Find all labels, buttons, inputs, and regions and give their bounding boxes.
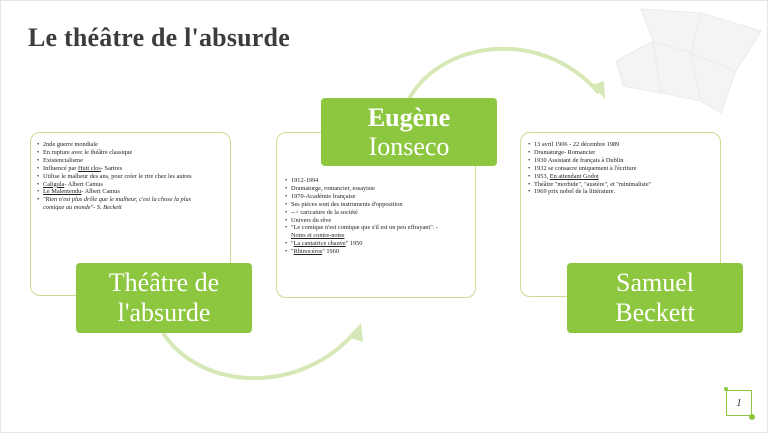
bullet-list-beckett[interactable]: 13 avril 1906 - 22 décembre 1989 Dramatu… <box>528 141 651 196</box>
page-number-dot-bottom <box>749 414 755 420</box>
bullet-list-ionesco[interactable]: 1912-1994 Dramaturge, romancier, essayis… <box>285 177 438 256</box>
link-la-cantatrice-chauve[interactable]: La cantatrice chauve <box>293 240 346 248</box>
bullet-item: Dramaturge- Romancier <box>528 149 651 157</box>
slide-title[interactable]: Le théâtre de l'absurde <box>28 23 290 52</box>
label-line: Théâtre de <box>108 268 220 297</box>
bullet-item: Théâtre "morbide", "austère", et "minima… <box>528 181 651 189</box>
bullet-item: En rupture avec le théâtre classique <box>37 149 192 157</box>
page-number-text: 1 <box>736 397 742 409</box>
bullet-item: "Rhinocéros" 1960 <box>285 248 438 256</box>
bullet-item: 1912-1994 <box>285 177 438 185</box>
bullet-item: Univers du rêve <box>285 217 438 225</box>
label-line: Beckett <box>615 298 695 327</box>
label-eugene-ionesco[interactable]: Eugène Ionseco <box>321 98 497 166</box>
bullet-item: Ses pièces sont des instruments d'opposi… <box>285 201 438 209</box>
link-le-malentendu[interactable]: Le Malentendu <box>43 188 82 196</box>
bullet-item: 1969 prix nobel de la littérature. <box>528 188 651 196</box>
connector-arrowhead-bottom <box>348 323 363 342</box>
bullet-item: Influencé par Huit clos- Sartres <box>37 165 192 173</box>
link-en-attendant-godot[interactable]: En attendant Godot <box>549 172 599 180</box>
bullet-item: 1953, En attendant Godot <box>528 173 651 181</box>
link-caligula[interactable]: Caligula <box>43 180 65 188</box>
bullet-item: 2nde guerre mondiale <box>37 141 192 149</box>
bullet-item: 1930 Assistant de français à Dublin <box>528 157 651 165</box>
bullet-item: "Rien n'est plus drôle que le malheur, c… <box>37 196 192 212</box>
page-number: 1 <box>726 390 752 416</box>
bullet-item: "Le comique n'est comique que s'il est u… <box>285 224 438 240</box>
bullet-item: 1970-Académie française <box>285 193 438 201</box>
bullet-item: Caligula- Albert Camus <box>37 181 192 189</box>
label-theatre-absurde[interactable]: Théâtre de l'absurde <box>76 263 252 333</box>
bullet-item: Le Malentendu- Albert Camus <box>37 188 192 196</box>
connector-arrowhead-top <box>592 81 605 99</box>
bullet-item: Dramaturge, romancier, essayiste <box>285 185 438 193</box>
label-line-bold: Eugène <box>367 103 451 132</box>
label-line: l'absurde <box>117 298 211 327</box>
bullet-item: 13 avril 1906 - 22 décembre 1989 <box>528 141 651 149</box>
label-samuel-beckett[interactable]: Samuel Beckett <box>567 263 743 333</box>
label-line: Samuel <box>616 268 694 297</box>
corner-leaf-decoration <box>615 8 762 114</box>
connector-arrow-top <box>407 46 601 100</box>
link-rhinoceros[interactable]: Rhinocéros <box>293 248 323 256</box>
link-notes-contre-notes[interactable]: Notes et contre-notes <box>291 232 345 240</box>
bullet-item: "La cantatrice chauve" 1950 <box>285 240 438 248</box>
bullet-list-absurde[interactable]: 2nde guerre mondiale En rupture avec le … <box>37 141 192 212</box>
page-number-dot-top <box>724 387 728 391</box>
link-huis-clos[interactable]: Huit clos <box>77 164 101 172</box>
bullet-item: Existencialisme <box>37 157 192 165</box>
bullet-item: --> caricature de la société <box>285 209 438 217</box>
bullet-item: Utilise le malheur des ans, pour créer l… <box>37 173 192 181</box>
bullet-item: 1932 se consacre uniquement à l'écriture <box>528 165 651 173</box>
connector-arrow-bottom <box>161 329 358 381</box>
label-line: Ionseco <box>368 132 450 161</box>
